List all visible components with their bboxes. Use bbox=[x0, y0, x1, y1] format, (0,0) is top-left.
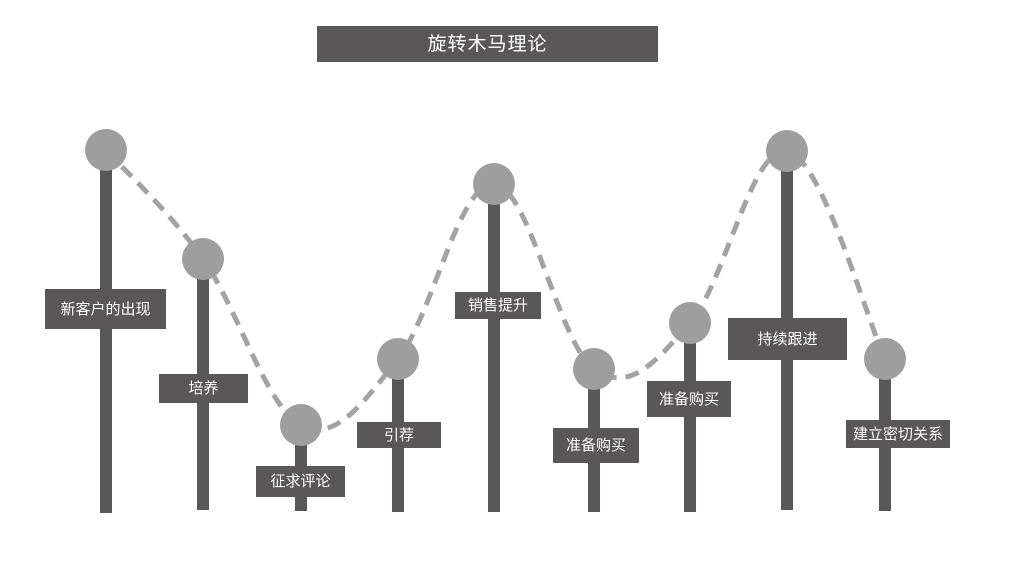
stage-label-4: 引荐 bbox=[357, 422, 441, 448]
pole-7 bbox=[684, 323, 696, 512]
stage-label-2: 培养 bbox=[159, 374, 248, 403]
ball-5 bbox=[473, 163, 515, 205]
ball-2 bbox=[182, 238, 224, 280]
stage-label-5: 销售提升 bbox=[455, 292, 541, 319]
pole-1 bbox=[100, 150, 112, 513]
stage-label-9: 建立密切关系 bbox=[846, 420, 950, 448]
ball-1 bbox=[85, 129, 127, 171]
ball-4 bbox=[377, 338, 419, 380]
ball-3 bbox=[280, 404, 322, 446]
stage-label-8: 持续跟进 bbox=[728, 318, 847, 360]
pole-5 bbox=[488, 184, 500, 512]
ball-9 bbox=[864, 338, 906, 380]
diagram-title: 旋转木马理论 bbox=[317, 26, 658, 62]
stage-label-3: 征求评论 bbox=[256, 466, 345, 497]
stage-label-1: 新客户的出现 bbox=[45, 289, 166, 329]
ball-6 bbox=[573, 348, 615, 390]
stage-label-7: 准备购买 bbox=[647, 381, 731, 417]
stage-label-6: 准备购买 bbox=[553, 428, 639, 463]
ball-7 bbox=[669, 302, 711, 344]
balls-layer bbox=[85, 129, 906, 446]
ball-8 bbox=[766, 130, 808, 172]
